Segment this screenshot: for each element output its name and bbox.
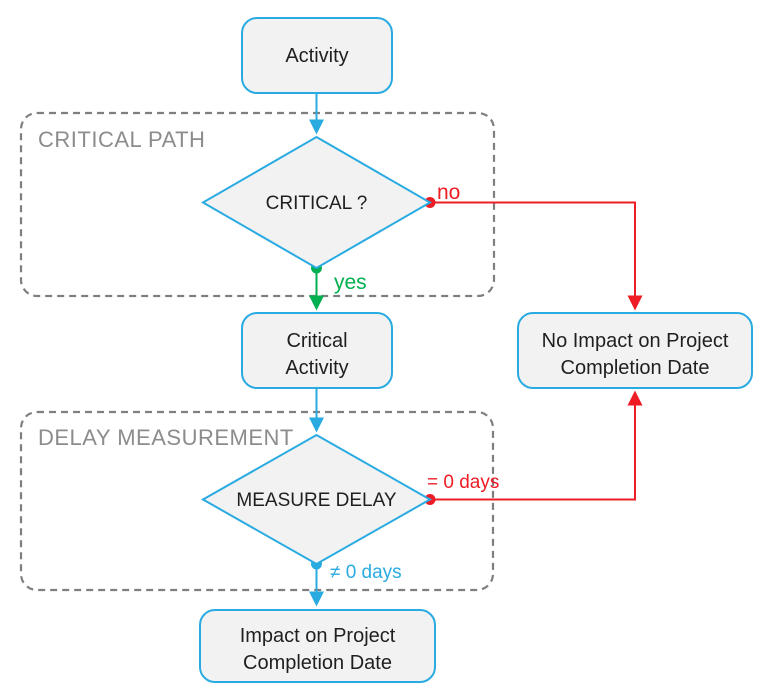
measure-delay-label: MEASURE DELAY: [236, 490, 396, 511]
delay-measurement-container-label: DELAY MEASUREMENT: [38, 425, 294, 450]
no-impact-label-line2: Completion Date: [561, 357, 710, 379]
impact-node: [199, 609, 436, 683]
edge-zero-days-to-no-impact: [430, 390, 643, 501]
zero-days-edge-label: = 0 days: [427, 472, 499, 493]
critical-path-container: [19, 111, 496, 298]
activity-node: [241, 17, 393, 94]
activity-node-label: Activity: [285, 45, 348, 67]
critical-activity-label-line1: Critical: [286, 330, 347, 352]
not-zero-days-edge-label: ≠ 0 days: [330, 562, 402, 583]
impact-label-line2: Completion Date: [243, 652, 392, 674]
critical-decision-diamond: [200, 135, 433, 270]
no-edge-label: no: [437, 181, 460, 204]
critical-path-container-label: CRITICAL PATH: [38, 127, 205, 152]
delay-measurement-container: [19, 410, 495, 592]
yes-edge-label: yes: [334, 271, 367, 294]
measure-delay-diamond: [200, 433, 433, 566]
impact-label-line1: Impact on Project: [240, 625, 396, 647]
critical-activity-node: [241, 312, 393, 389]
edge-no-to-no-impact: [430, 201, 643, 311]
no-impact-node: [517, 312, 753, 389]
critical-activity-label-line2: Activity: [285, 357, 348, 379]
no-impact-label-line1: No Impact on Project: [542, 330, 729, 352]
critical-decision-label: CRITICAL ?: [266, 193, 368, 214]
